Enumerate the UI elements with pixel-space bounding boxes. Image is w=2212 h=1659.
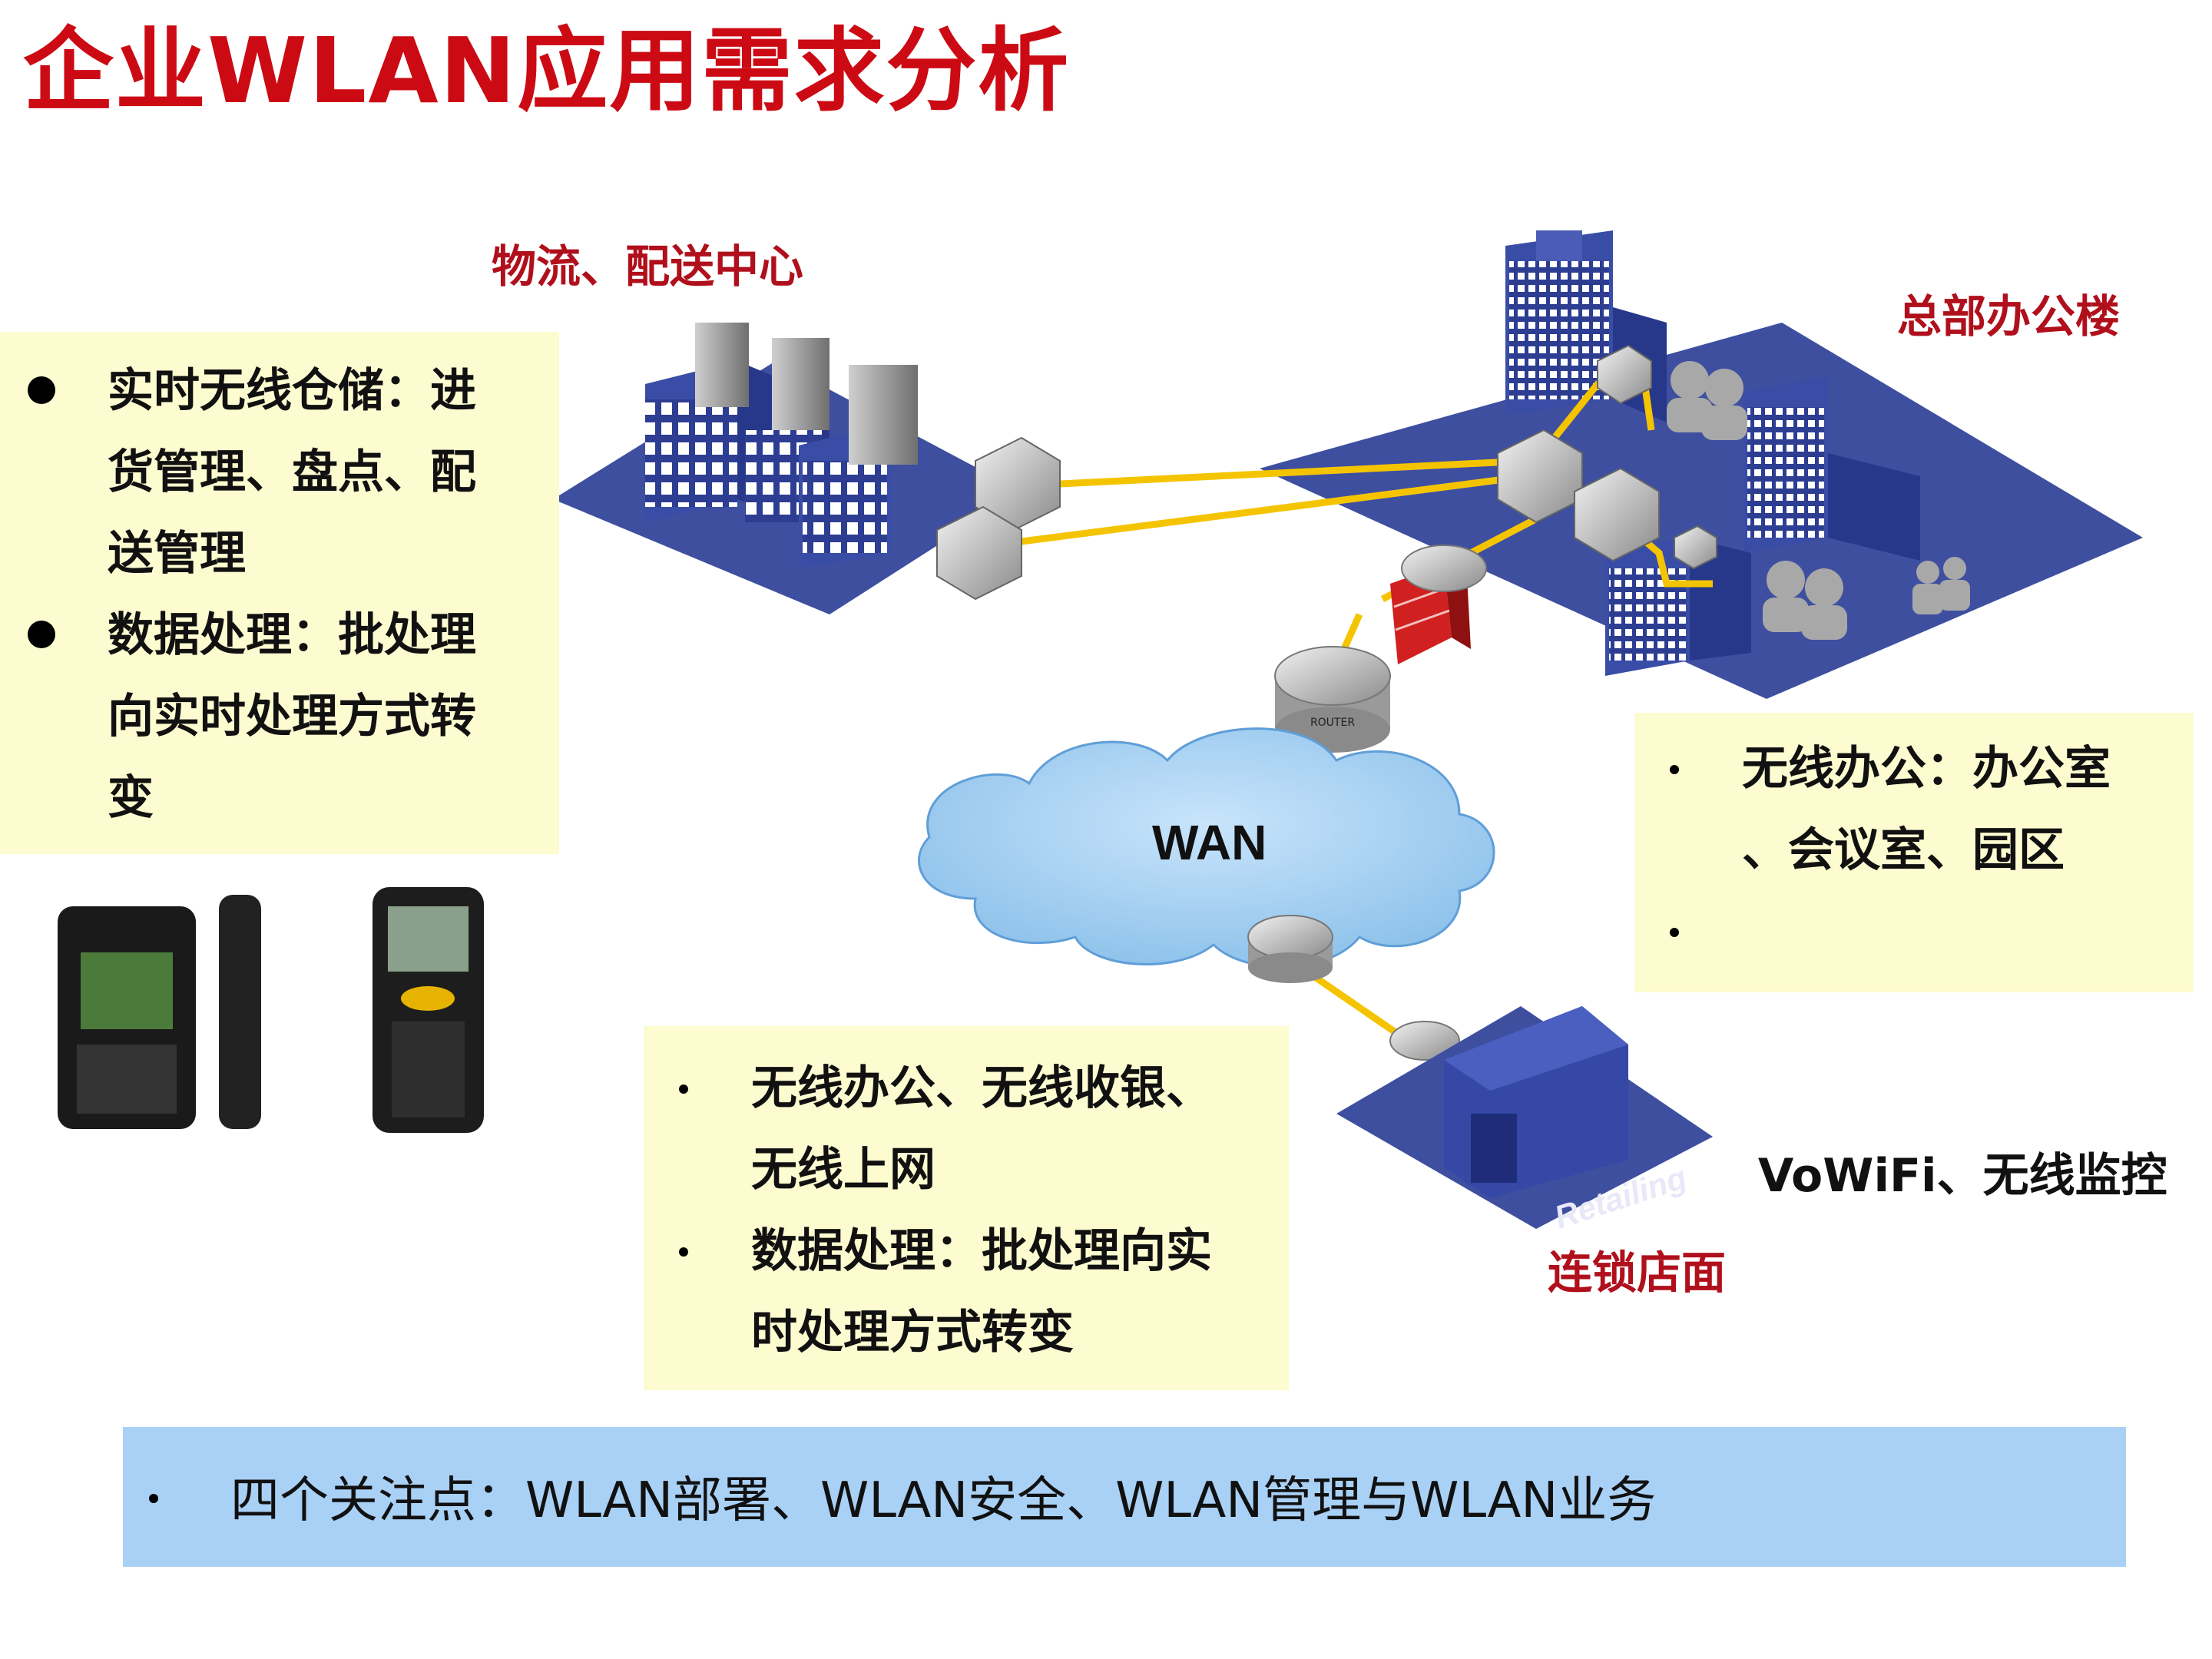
list-item-line: VoWiFi、无线监控	[1742, 1149, 2167, 1203]
list-item-line: 实时无线仓储：进	[108, 364, 476, 418]
list-item: VoWiFi、无线监控	[1670, 891, 2171, 1379]
list-item-line: 货管理、盘点、配	[108, 445, 476, 499]
list-item-line: 、会议室、园区	[1742, 823, 2065, 877]
bullet-icon	[679, 1084, 688, 1094]
list-item-line: 送管理	[108, 527, 246, 581]
bullet-icon	[28, 376, 55, 404]
logistics-center-label: 物流、配送中心	[492, 240, 804, 293]
logistics-requirements-box: 实时无线仓储：进 货管理、盘点、配 送管理 数据处理：批处理 向实时处理方式转 …	[0, 332, 559, 854]
list-item-line: 无线办公：办公室	[1742, 742, 2111, 796]
router-label: ROUTER	[1310, 717, 1355, 729]
headquarters-requirements-box: 无线办公：办公室 、会议室、园区 VoWiFi、无线监控	[1634, 713, 2194, 1203]
office-building-icon	[1505, 230, 1920, 676]
bullet-icon	[1670, 928, 1679, 937]
people-icon	[1667, 361, 1970, 640]
wan-cloud-icon	[918, 727, 1495, 969]
focus-points-text: 四个关注点：WLAN部署、WLAN安全、WLAN管理与WLAN业务	[230, 1472, 1657, 1529]
list-item: 数据处理：批处理 向实时处理方式转 变	[28, 594, 528, 839]
headquarters-label: 总部办公楼	[1897, 290, 2121, 343]
list-item-line: 无线上网	[751, 1143, 935, 1197]
list-item: 无线办公、无线收银、 无线上网	[679, 1048, 1266, 1210]
list-item: 数据处理：批处理向实 时处理方式转变	[679, 1210, 1266, 1373]
list-item-line: 无线办公、无线收银、	[751, 1061, 1212, 1115]
list-item-line: 向实时处理方式转	[108, 690, 476, 743]
list-item: 实时无线仓储：进 货管理、盘点、配 送管理	[28, 350, 528, 594]
list-item-line: 数据处理：批处理	[108, 608, 476, 662]
list-item-line: 变	[108, 771, 154, 825]
retail-requirements-box: 无线办公、无线收银、 无线上网 数据处理：批处理向实 时处理方式转变	[644, 1026, 1289, 1390]
bullet-icon	[1670, 765, 1679, 774]
page-title: 企业WLAN应用需求分析	[23, 18, 1071, 124]
router-icon: ROUTER	[1274, 545, 1487, 753]
router-icon	[1247, 915, 1460, 1061]
pda-device-icon	[58, 887, 484, 1133]
switch-icon	[936, 344, 1717, 601]
server-icon	[695, 323, 918, 465]
bullet-icon	[679, 1247, 688, 1257]
list-item: 无线办公：办公室 、会议室、园区	[1670, 728, 2171, 891]
bullet-icon	[28, 621, 55, 648]
focus-points-bar: 四个关注点：WLAN部署、WLAN安全、WLAN管理与WLAN业务	[123, 1427, 2126, 1567]
retail-store-label: 连锁店面	[1548, 1247, 1727, 1299]
list-item-line: 时处理方式转变	[751, 1306, 1074, 1359]
bullet-icon	[149, 1494, 158, 1503]
list-item-line: 数据处理：批处理向实	[751, 1224, 1212, 1278]
wan-label: WAN	[1152, 815, 1267, 870]
